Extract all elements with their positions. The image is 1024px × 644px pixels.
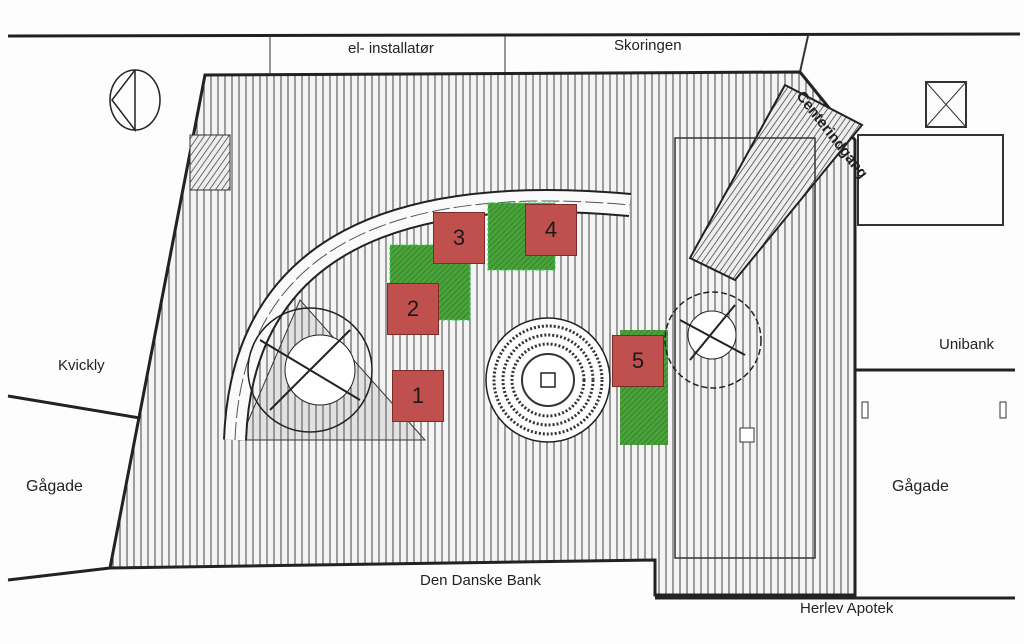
marker-3: 3 bbox=[433, 212, 485, 264]
column bbox=[861, 401, 869, 419]
label-gagade-right: Gågade bbox=[892, 478, 949, 495]
label-gagade-left: Gågade bbox=[26, 478, 83, 495]
column bbox=[739, 427, 755, 443]
top-boundary bbox=[7, 32, 1021, 38]
arc-bench-joints bbox=[234, 200, 631, 441]
building-block bbox=[857, 134, 1004, 226]
fountain bbox=[485, 317, 611, 443]
center-entrance bbox=[688, 83, 864, 282]
north-arrow-icon bbox=[111, 69, 136, 133]
elevator-box bbox=[925, 81, 967, 128]
marker-5: 5 bbox=[612, 335, 664, 387]
bottom-left-wall bbox=[7, 566, 111, 582]
elevator-cross bbox=[925, 81, 967, 128]
tree-right bbox=[664, 291, 762, 389]
label-el-installator: el- installatør bbox=[348, 40, 434, 57]
stairs bbox=[189, 134, 231, 191]
label-skoringen: Skoringen bbox=[614, 37, 682, 54]
column bbox=[999, 401, 1007, 419]
marker-4: 4 bbox=[525, 204, 577, 256]
kvickly-wall bbox=[7, 394, 141, 420]
label-unibank: Unibank bbox=[939, 336, 995, 353]
plaza-area bbox=[108, 70, 857, 597]
label-den-danske-bank: Den Danske Bank bbox=[420, 572, 541, 589]
label-herlev-apotek: Herlev Apotek bbox=[800, 600, 894, 617]
marker-2: 2 bbox=[387, 283, 439, 335]
tree-left bbox=[247, 307, 373, 433]
paved-zone bbox=[674, 137, 816, 559]
marker-1: 1 bbox=[392, 370, 444, 422]
label-kvickly: Kvickly bbox=[58, 357, 105, 374]
divider bbox=[799, 35, 809, 73]
